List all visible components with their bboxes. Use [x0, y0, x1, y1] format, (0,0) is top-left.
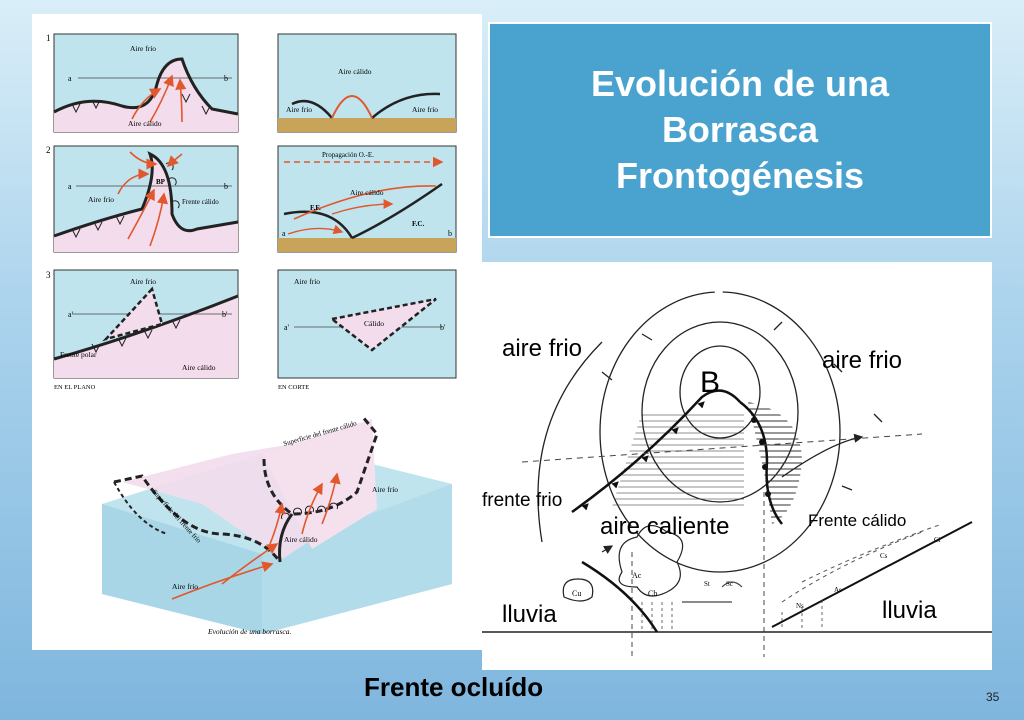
occluded-front-diagram: B aire frio aire frio frente frio aire c… — [482, 291, 992, 657]
p6-b-label: b' — [440, 323, 446, 332]
cloud-st-label: St — [704, 580, 710, 588]
left-diagram-panel: 1 Aire frío Aire cálido a b Aire cálido … — [32, 14, 482, 650]
block-aire-calido-label: Aire cálido — [284, 535, 318, 544]
panel-2-section: Aire cálido Aire frío Aire frío — [277, 33, 457, 133]
p6-a-label: a' — [284, 323, 290, 332]
panel-5-plan: 3 Aire frío a' b' Frente polar Aire cáli… — [46, 269, 239, 379]
p6-calido-label: Cálido — [364, 319, 384, 328]
aire-caliente-label: aire caliente — [600, 513, 729, 540]
block-aire-frio-bottom-label: Aire frío — [172, 582, 198, 591]
right-diagram-panel: B aire frio aire frio frente frio aire c… — [482, 262, 992, 670]
p4-a-label: a — [282, 229, 286, 238]
page-number: 35 — [986, 690, 1000, 704]
title-box: Evolución de una Borrasca Frontogénesis — [488, 22, 992, 238]
cloud-cb-label: Cb — [648, 589, 657, 598]
block-aire-frio-right-label: Aire frío — [372, 485, 398, 494]
p1-a-label: a — [68, 74, 72, 83]
cloud-sc-label: Sc — [726, 580, 733, 588]
p1-aire-frio-label: Aire frío — [130, 44, 156, 53]
p4-b-label: b — [448, 229, 452, 238]
en-el-plano-label: EN EL PLANO — [54, 384, 96, 391]
p3-a-label: a — [68, 182, 72, 191]
p3-bp-label: BP — [156, 178, 166, 186]
block-diagram-3d: Superficie del frente cálido Superficie … — [102, 415, 452, 634]
lluvia-left-label: lluvia — [502, 601, 557, 628]
p3-frente-calido-label: Frente cálido — [182, 198, 219, 206]
lluvia-right-label: lluvia — [882, 597, 937, 624]
cloud-ns-label: Ns — [796, 602, 804, 610]
aire-frio-left-label: aire frio — [502, 335, 582, 362]
step-3-label: 3 — [46, 270, 51, 280]
p2-aire-calido-label: Aire cálido — [338, 67, 372, 76]
aire-frio-right-label: aire frio — [822, 347, 902, 374]
p4-fc-label: F.C. — [412, 220, 424, 228]
p3-b-label: b — [224, 182, 228, 191]
panel-3-plan: 2 a b BP Aire frío Frente cálido — [46, 145, 239, 253]
p2-aire-frio-right-label: Aire frío — [412, 105, 438, 114]
frente-ocluido-caption: Frente ocluído — [364, 672, 544, 702]
p3-aire-frio-label: Aire frío — [88, 195, 114, 204]
frente-calido-label: Frente cálido — [808, 511, 906, 530]
p5-b-label: b' — [222, 310, 228, 319]
p6-aire-frio-label: Aire frío — [294, 277, 320, 286]
p4-ff-label: F.F. — [310, 204, 321, 212]
slide-title: Evolución de una Borrasca Frontogénesis — [590, 62, 890, 197]
low-pressure-b-label: B — [700, 366, 720, 399]
frente-frio-label: frente frio — [482, 490, 562, 511]
block-caption: Evolución de una borrasca. — [207, 627, 291, 636]
en-corte-label: EN CORTE — [278, 384, 309, 391]
step-1-label: 1 — [46, 33, 51, 43]
p4-aire-calido-label: Aire cálido — [350, 188, 384, 197]
p1-aire-calido-label: Aire cálido — [128, 119, 162, 128]
panel-1-plan: 1 Aire frío Aire cálido a b — [46, 33, 239, 133]
cloud-as-label: As — [834, 586, 842, 594]
p4-propagacion-label: Propagación O.-E. — [322, 151, 374, 159]
step-2-label: 2 — [46, 145, 51, 155]
p2-aire-frio-left-label: Aire frío — [286, 105, 312, 114]
p1-b-label: b — [224, 74, 228, 83]
p5-frente-polar-label: Frente polar — [60, 350, 97, 359]
p5-a-label: a' — [68, 310, 74, 319]
p5-aire-calido-label: Aire cálido — [182, 363, 216, 372]
cloud-ac-label: Ac — [632, 571, 642, 580]
panel-4-section: Propagación O.-E. Aire cálido F.F. F.C. … — [277, 145, 457, 253]
cloud-cu-label: Cu — [572, 589, 581, 598]
cloud-ci-label: Ci — [934, 536, 941, 544]
panel-6-section: Aire frío Cálido a' b' — [277, 269, 457, 379]
borrasca-evolution-diagram: 1 Aire frío Aire cálido a b Aire cálido … — [46, 33, 457, 636]
isobars — [537, 291, 841, 573]
cloud-cs-label: Cs — [880, 552, 888, 560]
p5-aire-frio-label: Aire frío — [130, 277, 156, 286]
